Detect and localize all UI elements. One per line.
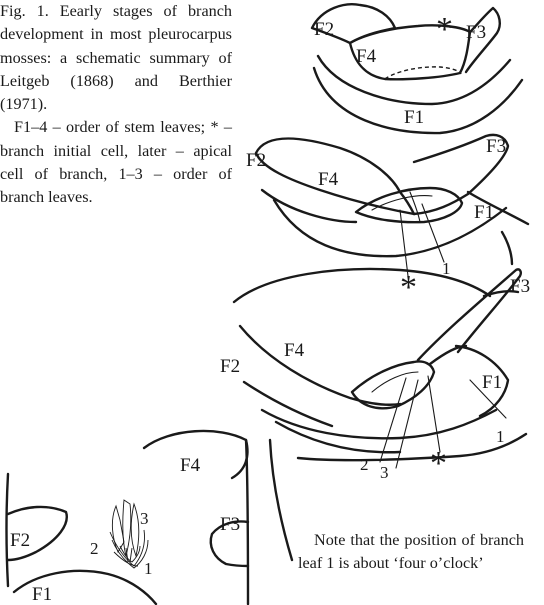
d4-f1-label: F1	[32, 584, 52, 605]
d1-f1-label: F1	[404, 107, 424, 128]
d3-f3-label: F3	[510, 276, 530, 297]
d4-leaf3-label: 3	[140, 509, 149, 528]
d2-f3-label: F3	[486, 136, 506, 157]
d2-leaf1-label: 1	[442, 259, 451, 278]
d4-leaf1-label: 1	[144, 559, 153, 578]
d1-f4-label: F4	[356, 46, 377, 67]
d4-f4-label: F4	[180, 455, 201, 476]
d1-f2-label: F2	[314, 19, 334, 40]
d2-star-label: *	[400, 269, 417, 306]
d1-f3-label: F3	[466, 22, 486, 43]
diagram-2: F2 F4 F3 F1 * 1	[246, 135, 528, 306]
d4-f2-label: F2	[10, 530, 30, 551]
d3-f1-label: F1	[482, 372, 502, 393]
diagram-3: F3 F4 F2 F1 * 1 2 3	[220, 269, 530, 560]
diagram-4: F4 F3 F2 F1 2 3 1	[7, 431, 249, 605]
d3-leaf1-label: 1	[496, 427, 505, 446]
d3-star-label: *	[430, 445, 447, 482]
d1-star-label: *	[436, 11, 453, 48]
d3-leaf3-label: 3	[380, 463, 389, 482]
d4-leaf2-label: 2	[90, 539, 99, 558]
d3-f4-label: F4	[284, 340, 305, 361]
d4-f3-label: F3	[220, 514, 240, 535]
d2-f2-label: F2	[246, 150, 266, 171]
d2-f1-label: F1	[474, 202, 494, 223]
d2-f4-label: F4	[318, 169, 339, 190]
d3-leaf2-label: 2	[360, 455, 369, 474]
d3-f2-label: F2	[220, 356, 240, 377]
diagram-1: F2 F4 F3 F1 *	[312, 4, 522, 133]
